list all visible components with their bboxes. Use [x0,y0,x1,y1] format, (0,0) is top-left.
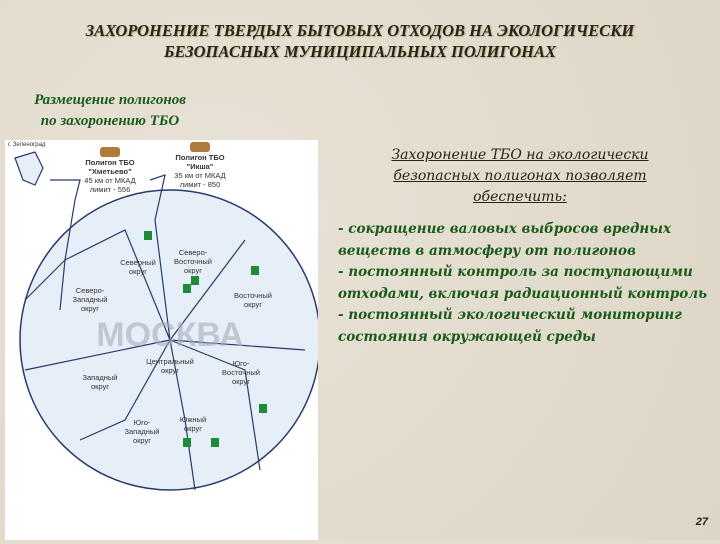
benefit-item: - сокращение валовых выбросов вредных ве… [338,221,672,259]
landfill-marker-icon [191,276,199,285]
benefits-list: - сокращение валовых выбросов вредных ве… [338,219,713,348]
landfill-marker-icon [144,231,152,240]
zelenograd-area [14,151,44,186]
benefit-item: - постоянный экологический мониторинг со… [338,307,682,345]
landfill-marker-icon [183,438,191,447]
excavator-icon [190,142,210,152]
landfill-marker-icon [183,284,191,293]
map-caption-line: по захоронению ТБО [40,113,180,129]
excavator-icon [100,147,120,157]
zelenograd-label: г. Зеленоград [8,142,46,148]
benefit-item: - постоянный контроль за поступающими от… [338,264,708,302]
landfill-marker-icon [211,438,219,447]
moscow-map: г. Зеленоград МОСКВА Полигон ТБО"Хметьев… [5,140,321,540]
moscow-watermark: МОСКВА [96,316,244,354]
landfill-marker-icon [259,404,267,413]
page-number: 27 [695,516,708,528]
slide-title: ЗАХОРОНЕНИЕ ТВЕРДЫХ БЫТОВЫХ ОТХОДОВ НА Э… [85,21,635,61]
landfill-marker-icon [251,266,259,275]
benefits-heading: Захоронение ТБО на экологически безопасн… [391,147,649,205]
district-borders [24,174,306,491]
map-caption: Размещение полигонов по захоронению ТБО [10,90,210,132]
map-caption-line: Размещение полигонов [34,92,186,108]
